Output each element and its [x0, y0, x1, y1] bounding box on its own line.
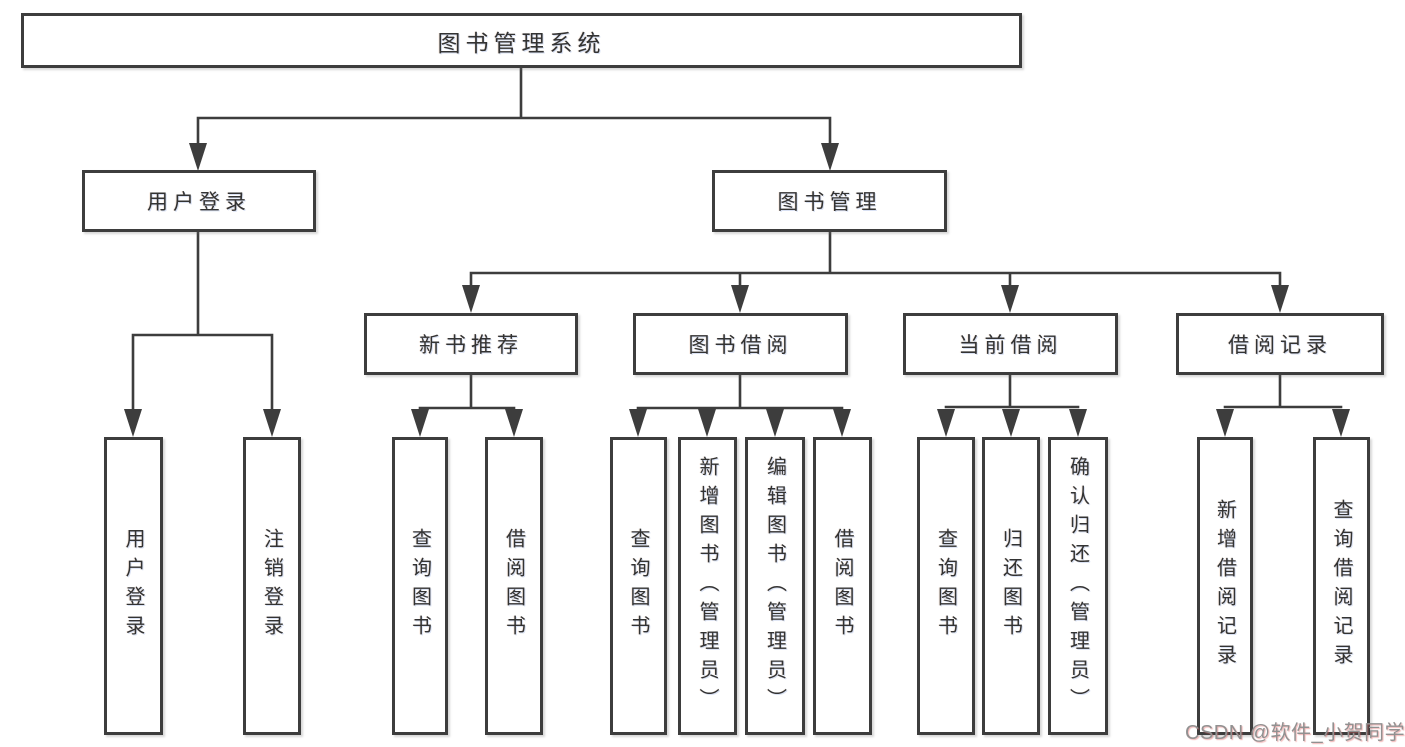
- arrow-down-icon: [821, 143, 839, 171]
- node-borrowing-records: 借阅记录: [1176, 313, 1384, 375]
- node-leaf-user-login: 用户登录: [104, 437, 163, 735]
- node-leaf-query-books-recommend: 查询图书: [392, 437, 448, 735]
- node-current-borrowing: 当前借阅: [903, 313, 1118, 375]
- arrowhead-icons: [124, 143, 1350, 437]
- arrow-down-icon: [698, 409, 716, 437]
- arrow-down-icon: [505, 409, 523, 437]
- arrow-down-icon: [462, 285, 480, 313]
- node-user-login: 用户登录: [82, 170, 316, 232]
- node-book-borrowing: 图书借阅: [633, 313, 848, 375]
- node-leaf-add-books-admin: 新增图书（管理员）: [678, 437, 737, 735]
- arrow-down-icon: [263, 409, 281, 437]
- node-leaf-borrow-books: 借阅图书: [813, 437, 872, 735]
- arrow-down-icon: [124, 409, 142, 437]
- csdn-watermark: CSDN @软件_小贺同学: [1185, 722, 1405, 744]
- node-leaf-query-borrow-record: 查询借阅记录: [1313, 437, 1370, 735]
- node-leaf-borrow-books-recommend: 借阅图书: [485, 437, 543, 735]
- node-leaf-query-books-borrowing: 查询图书: [610, 437, 667, 735]
- node-new-book-recommendation: 新书推荐: [364, 313, 578, 375]
- node-book-management: 图书管理: [712, 170, 947, 232]
- arrow-down-icon: [629, 409, 647, 437]
- arrow-down-icon: [1001, 285, 1019, 313]
- node-leaf-query-books-current: 查询图书: [917, 437, 975, 735]
- arrow-down-icon: [937, 409, 955, 437]
- arrow-down-icon: [731, 285, 749, 313]
- node-leaf-edit-books-admin: 编辑图书（管理员）: [745, 437, 805, 735]
- arrow-down-icon: [833, 409, 851, 437]
- arrow-down-icon: [1069, 409, 1087, 437]
- node-leaf-add-borrow-record: 新增借阅记录: [1197, 437, 1253, 735]
- arrow-down-icon: [411, 409, 429, 437]
- arrow-down-icon: [1002, 409, 1020, 437]
- arrow-down-icon: [189, 143, 207, 171]
- node-root-library-management-system: 图书管理系统: [21, 13, 1022, 68]
- arrow-down-icon: [1271, 285, 1289, 313]
- node-leaf-logout: 注销登录: [243, 437, 301, 735]
- tree-branch-lines: [131, 65, 1343, 412]
- node-leaf-return-books: 归还图书: [982, 437, 1040, 735]
- node-leaf-confirm-return-admin: 确认归还（管理员）: [1048, 437, 1108, 735]
- arrow-down-icon: [766, 409, 784, 437]
- arrow-down-icon: [1216, 409, 1234, 437]
- arrow-down-icon: [1332, 409, 1350, 437]
